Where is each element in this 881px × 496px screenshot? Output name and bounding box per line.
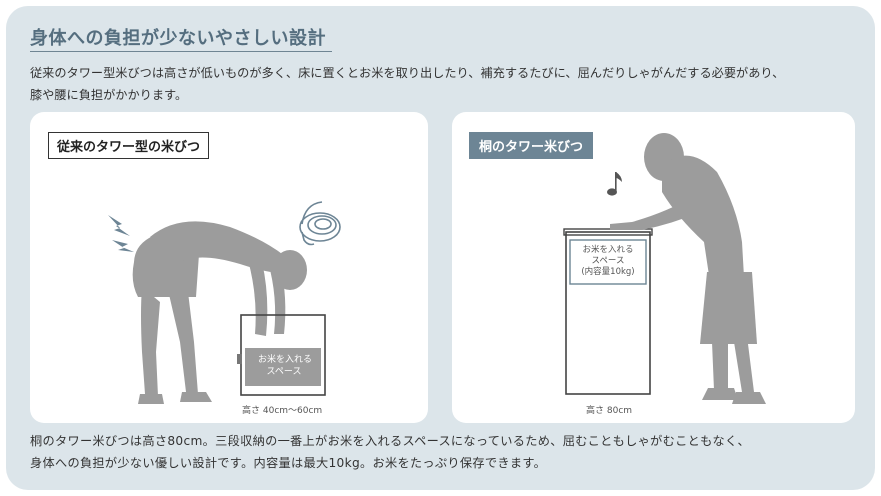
content-card: 身体への負担が少ないやさしい設計 従来のタワー型米びつは高さが低いものが多く、床… <box>6 6 875 490</box>
conventional-label: 従来のタワー型の米びつ <box>48 132 210 159</box>
bending-person-illustration <box>108 201 341 404</box>
dizzy-swirl-icon <box>299 201 341 246</box>
intro-line-1: 従来のタワー型米びつは高さが低いものが多く、床に置くとお米を取り出したり、補充す… <box>30 66 785 80</box>
height-caption-left: 高さ 40cm〜60cm <box>242 406 323 416</box>
rice-space-right-line-1: お米を入れる <box>582 245 634 255</box>
standing-person-illustration <box>563 133 766 404</box>
outro-text: 桐のタワー米びつは高さ80cm。三段収納の一番上がお米を入れるスペースになってい… <box>30 430 860 474</box>
outro-line-1: 桐のタワー米びつは高さ80cm。三段収納の一番上がお米を入れるスペースになってい… <box>30 434 751 448</box>
height-caption-right: 高さ 80cm <box>586 406 633 416</box>
rice-space-line-1: お米を入れる <box>258 355 313 365</box>
kiri-label: 桐のタワー米びつ <box>469 132 594 159</box>
rice-space-text: お米を入れる スペース <box>258 354 313 378</box>
rice-space-right-line-3: (内容量10kg) <box>581 267 635 277</box>
music-note-icon <box>607 172 622 196</box>
rice-space-right-line-2: スペース <box>591 256 625 266</box>
section-heading: 身体への負担が少ないやさしい設計 <box>30 28 326 49</box>
intro-text: 従来のタワー型米びつは高さが低いものが多く、床に置くとお米を取り出したり、補充す… <box>30 62 850 106</box>
outro-line-2: 身体への負担が少ない優しい設計です。内容量は最大10kg。お米をたっぷり保存でき… <box>30 456 547 470</box>
rice-space-text-right: お米を入れる スペース (内容量10kg) <box>570 245 646 278</box>
kiri-panel: 桐のタワー米びつ お米を入れる スペース (内容量10kg) 高さ 80cm <box>452 112 855 423</box>
lightning-icon <box>108 215 130 236</box>
rice-space-line-2: スペース <box>266 367 302 377</box>
heading-underline <box>30 51 332 52</box>
conventional-panel: 従来のタワー型の米びつ お米を入れる スペース 高さ 40cm〜60cm <box>30 112 428 423</box>
intro-line-2: 膝や腰に負担がかかります。 <box>30 88 188 102</box>
